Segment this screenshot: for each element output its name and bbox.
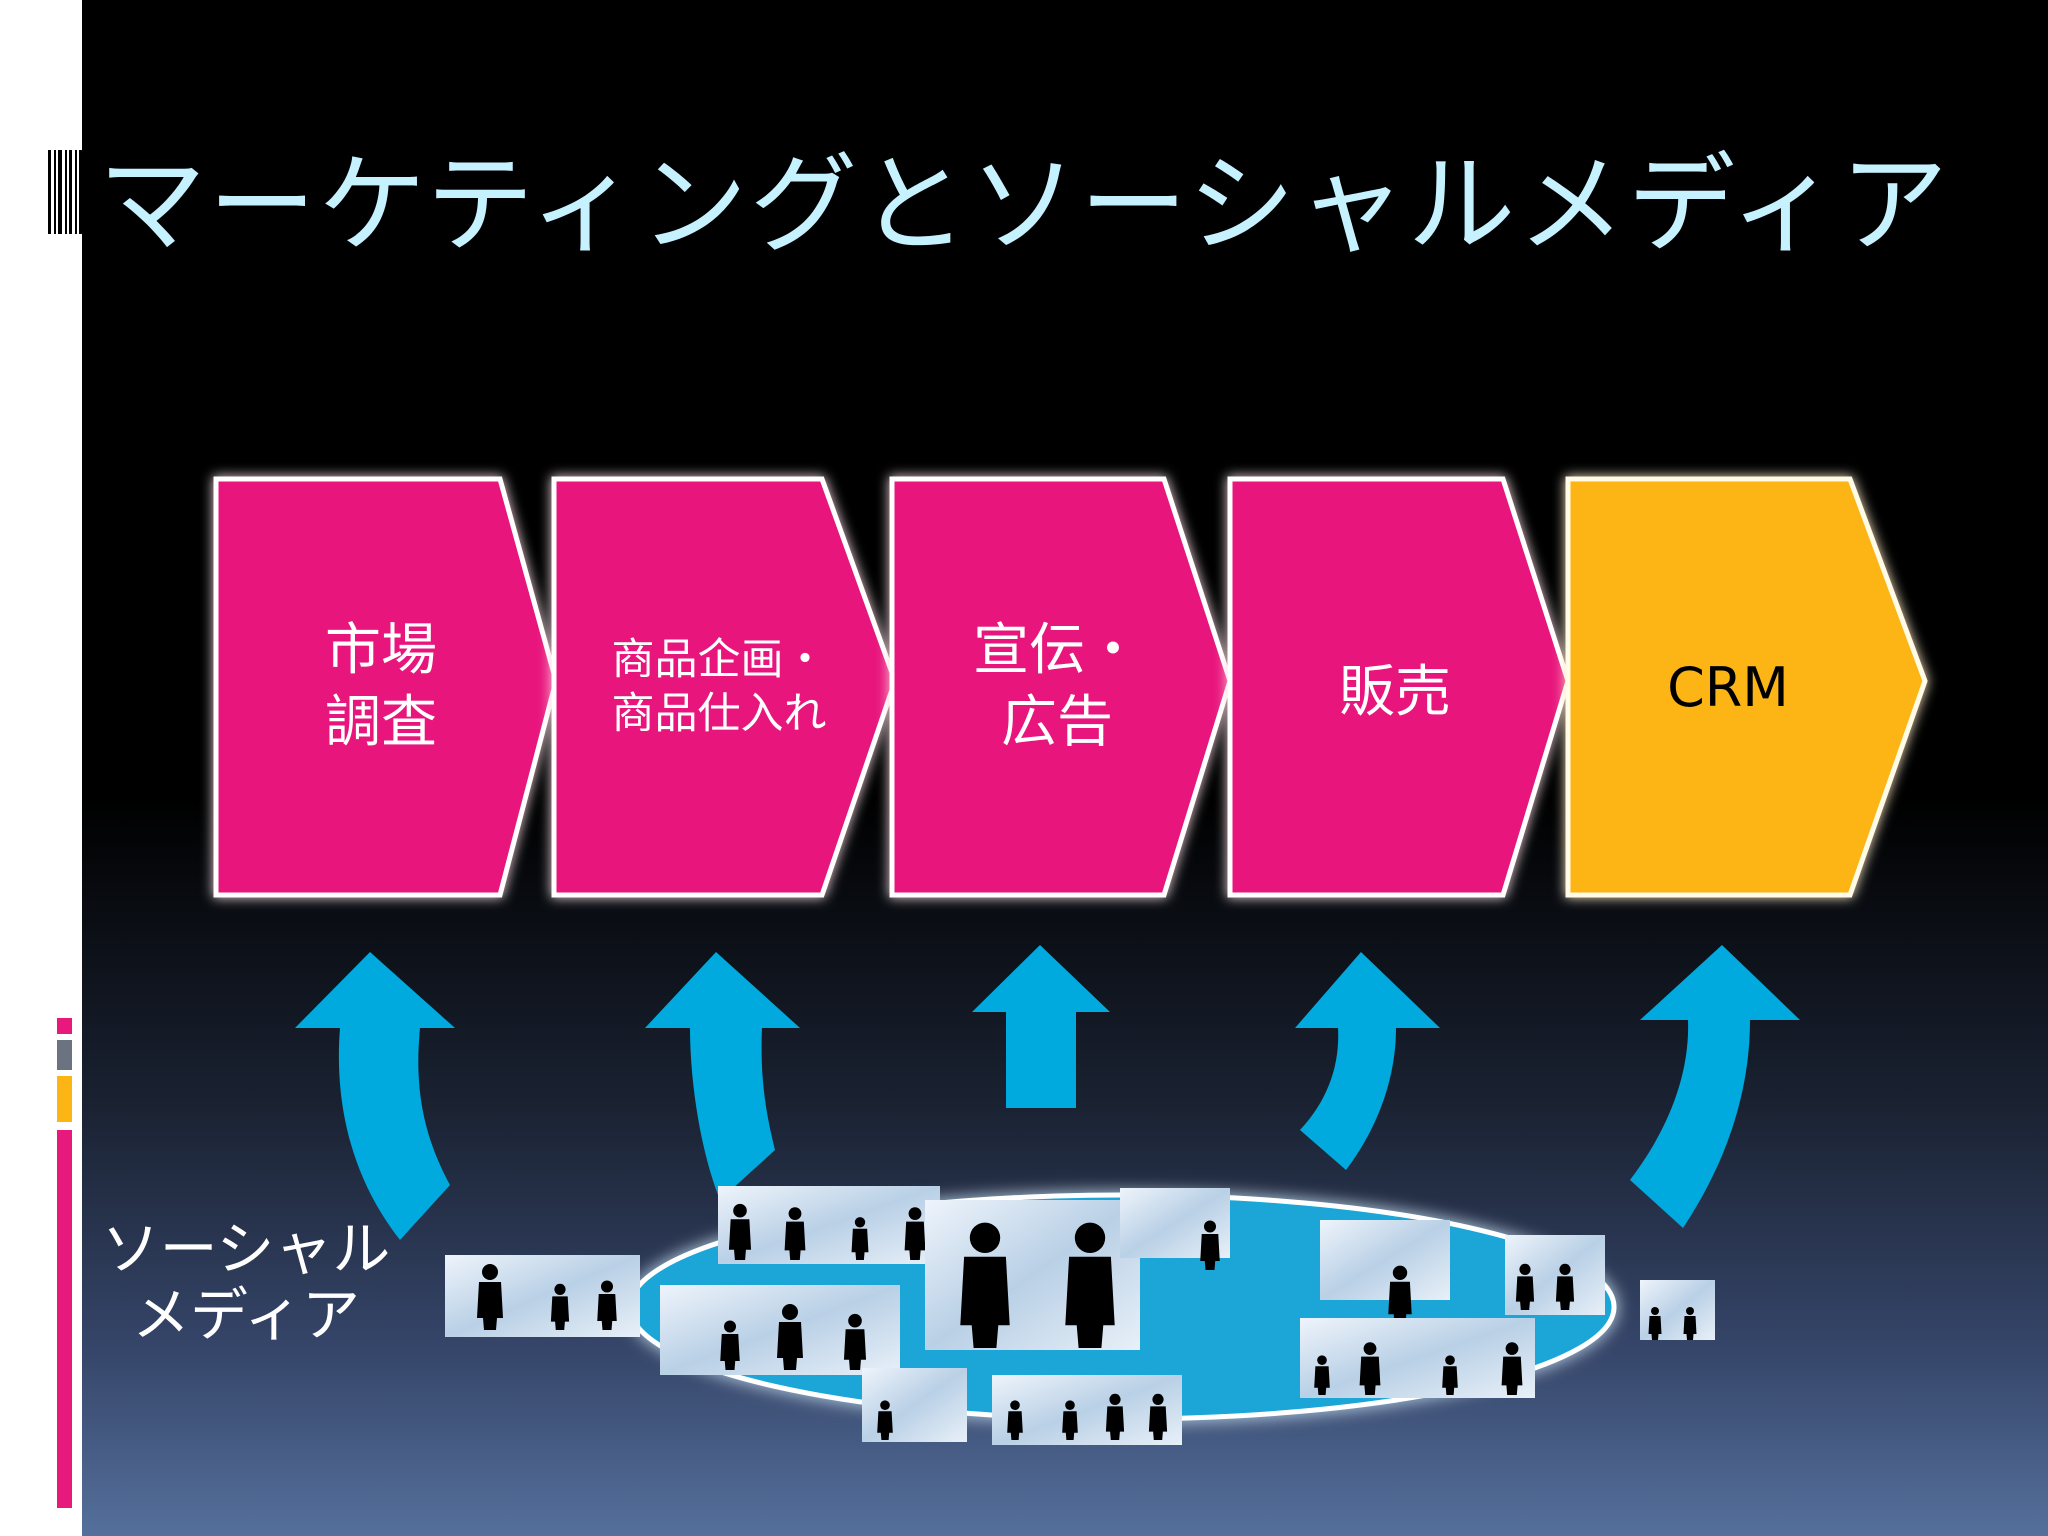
arrow-up-icon-3 xyxy=(972,945,1110,1108)
stage-label-market-research: 市場 調査 xyxy=(325,618,437,755)
stage-label-crm: CRM xyxy=(1667,655,1789,719)
accent-bar-pink-tall xyxy=(57,1130,72,1508)
business-photo-tile-2 xyxy=(718,1186,940,1264)
business-photo-tile-4 xyxy=(925,1200,1140,1350)
business-photo-tile-10 xyxy=(862,1368,967,1442)
stage-販売-chevron xyxy=(1227,476,1571,898)
business-photo-tile-7 xyxy=(1505,1235,1605,1315)
business-photo-tile-8 xyxy=(1300,1318,1535,1398)
stage-宣伝広告-chevron xyxy=(889,476,1233,898)
business-photo-tile-1 xyxy=(445,1255,640,1337)
arrow-up-icon-4 xyxy=(1295,952,1440,1170)
stage-商品企画-chevron xyxy=(551,476,898,898)
barcode-decoration xyxy=(48,150,82,234)
stage-label-advertising: 宣伝・ 広告 xyxy=(973,618,1141,755)
stage-label-product-planning: 商品企画・ 商品仕入れ xyxy=(611,635,827,739)
stage-crm-chevron xyxy=(1565,476,1928,898)
arrow-up-icon-1 xyxy=(295,952,455,1240)
business-photo-tile-9 xyxy=(992,1375,1182,1445)
arrow-up-icon-2 xyxy=(645,952,800,1200)
business-photo-tile-11 xyxy=(1640,1280,1715,1340)
business-photo-tile-3 xyxy=(660,1285,900,1375)
business-photo-tile-6 xyxy=(1320,1220,1450,1325)
social-media-label: ソーシャル メディア xyxy=(101,1215,391,1349)
stage-市場調査-chevron xyxy=(213,476,559,898)
arrow-up-icon-5 xyxy=(1630,945,1800,1228)
accent-bar-gray xyxy=(57,1040,72,1070)
stage-label-sales: 販売 xyxy=(1339,659,1451,725)
slide-title: マーケティングとソーシャルメディア xyxy=(98,143,1950,268)
business-photo-tile-5 xyxy=(1120,1188,1230,1270)
accent-bar-gold xyxy=(57,1076,72,1122)
accent-bar-pink-small xyxy=(57,1018,72,1034)
